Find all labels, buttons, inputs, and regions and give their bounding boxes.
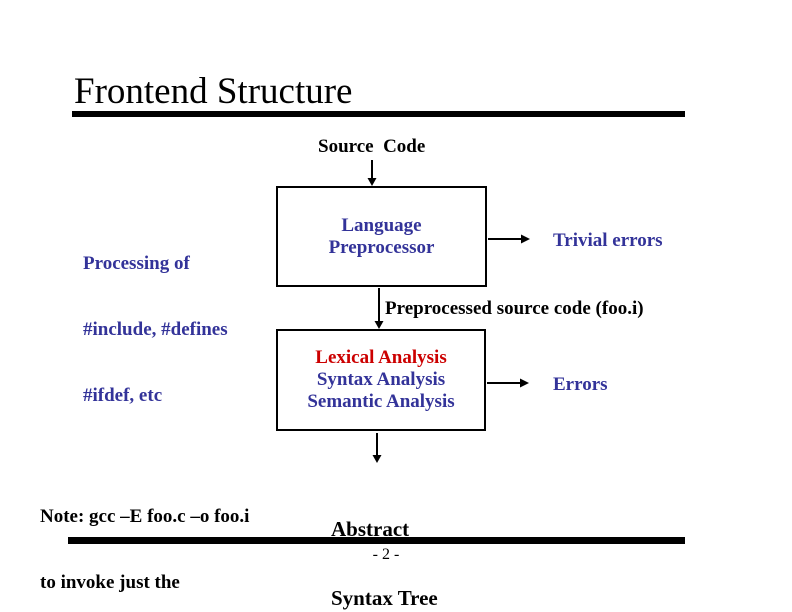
page-title: Frontend Structure [74, 71, 353, 112]
footer-rule [68, 537, 685, 544]
processing-note: Processing of #include, #defines #ifdef,… [83, 209, 228, 451]
processing-note-line: Processing of [83, 253, 190, 274]
ast-label: Abstract Syntax Tree [331, 472, 438, 612]
trivial-errors-label: Trivial errors [553, 230, 663, 251]
arrow-source-to-preprocessor-icon [367, 160, 377, 186]
arrow-analysis-to-errors-icon [487, 378, 529, 388]
errors-label: Errors [553, 374, 608, 395]
gcc-note-line: Note: gcc –E foo.c –o foo.i [40, 506, 250, 527]
title-underline [72, 111, 685, 117]
analysis-box-line-syntax: Syntax Analysis [316, 369, 446, 390]
preprocessor-box-line: Preprocessor [328, 236, 435, 258]
analysis-box-line-semantic: Semantic Analysis [307, 391, 455, 412]
ast-label-line: Abstract [331, 517, 410, 541]
ast-label-line: Syntax Tree [331, 586, 438, 610]
gcc-note: Note: gcc –E foo.c –o foo.i to invoke ju… [40, 462, 249, 612]
gcc-note-line: to invoke just the [40, 572, 180, 593]
processing-note-line: #ifdef, etc [83, 385, 163, 406]
analysis-box: Lexical Analysis Syntax Analysis Semanti… [276, 329, 486, 431]
preprocessed-code-label: Preprocessed source code (foo.i) [385, 298, 644, 319]
arrow-analysis-to-ast-icon [372, 433, 382, 463]
page-number: - 2 - [372, 546, 400, 563]
language-preprocessor-box: Language Preprocessor [276, 186, 487, 287]
arrow-preprocessor-to-analysis-icon [374, 288, 384, 329]
analysis-box-line-lexical: Lexical Analysis [315, 347, 447, 368]
source-code-label: Source Code [318, 136, 426, 157]
preprocessor-box-line: Language [341, 214, 422, 236]
processing-note-line: #include, #defines [83, 319, 228, 340]
arrow-preprocessor-to-trivial-errors-icon [488, 234, 530, 244]
